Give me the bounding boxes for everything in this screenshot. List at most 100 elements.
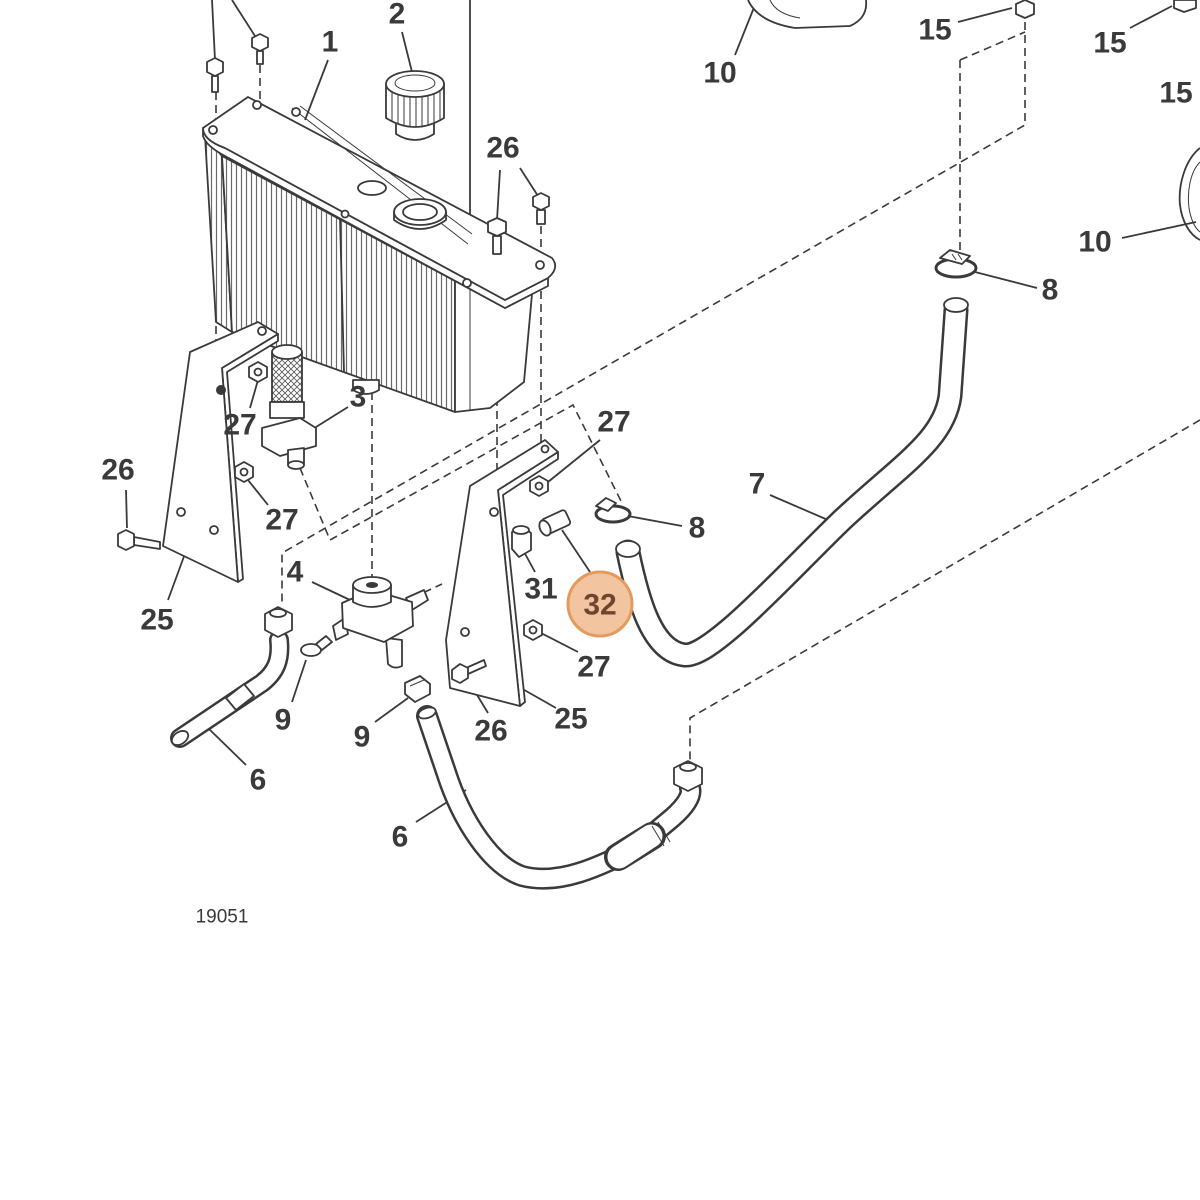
valve-bottom-nipple <box>385 637 403 669</box>
callout-label[interactable]: 6 <box>250 764 267 797</box>
filter-top <box>271 344 303 360</box>
plate-boss <box>357 180 387 196</box>
callout-label[interactable]: 3 <box>350 381 367 414</box>
leader-line <box>547 439 601 483</box>
leader-line <box>769 494 829 521</box>
callout-label[interactable]: 25 <box>554 703 587 736</box>
short-fuel-hose <box>170 606 293 748</box>
callout-label[interactable]: 31 <box>524 573 557 606</box>
valve-top-hole <box>366 582 378 588</box>
elbow-fitting <box>511 525 532 558</box>
callout-label[interactable]: 27 <box>223 409 256 442</box>
callout-label[interactable]: 8 <box>1042 274 1059 307</box>
bolt-head <box>117 529 135 551</box>
leader-line <box>207 727 247 766</box>
bolt <box>133 536 161 550</box>
leader-line <box>627 515 683 527</box>
bolt-head <box>532 192 550 211</box>
bolt <box>211 75 219 93</box>
tank-edge <box>769 0 801 19</box>
callout-label[interactable]: 26 <box>486 132 519 165</box>
top-bolts <box>206 33 269 93</box>
bracket-hole <box>257 326 267 336</box>
leader-line <box>1121 221 1197 239</box>
callout-label[interactable]: 15 <box>1159 77 1192 110</box>
callout-label[interactable]: 9 <box>354 721 371 754</box>
leader-line <box>304 59 329 121</box>
filler-cap <box>385 70 445 141</box>
highlighted-callout[interactable]: 32 <box>566 570 634 638</box>
callout-label[interactable]: 25 <box>140 604 173 637</box>
leader-line <box>401 31 413 73</box>
hose-end <box>943 297 969 313</box>
callout-label[interactable]: 1 <box>322 26 339 59</box>
tank-bolts <box>487 192 550 255</box>
callout-label[interactable]: 6 <box>392 821 409 854</box>
callout-label[interactable]: 7 <box>749 468 766 501</box>
filter-hex <box>269 401 305 419</box>
washer-nut <box>234 461 254 483</box>
bracket-hole <box>176 507 186 517</box>
clamp-tab-marks <box>951 253 963 261</box>
top-right-bolts <box>1015 0 1197 19</box>
bolt-head <box>451 663 469 684</box>
radiator-core-divider <box>339 217 345 373</box>
leader-line <box>519 167 539 197</box>
clamp-body <box>404 675 431 703</box>
filter-fitting <box>261 344 317 470</box>
highlighted-callout-label[interactable]: 32 <box>583 589 616 622</box>
leader-line <box>540 632 579 653</box>
callout-label[interactable]: 15 <box>918 14 951 47</box>
hose-outline <box>615 297 969 668</box>
bracket-hole <box>540 444 550 454</box>
hose-fill <box>418 707 699 888</box>
return-hose <box>615 297 969 668</box>
bracket-plate <box>162 321 279 583</box>
bracket-hole <box>209 525 219 535</box>
guide-line <box>299 403 623 542</box>
crimp-sleeve-fill <box>607 824 663 869</box>
hose-outline <box>416 705 702 890</box>
hose-clamp-left <box>300 635 333 657</box>
leader-line <box>247 479 269 506</box>
callout-label[interactable]: 10 <box>703 57 736 90</box>
callout-label[interactable]: 26 <box>474 715 507 748</box>
callout-label[interactable]: 9 <box>275 704 292 737</box>
cap-ridges <box>391 90 441 127</box>
washer-nut <box>248 361 268 383</box>
left-bracket <box>162 321 279 583</box>
plate-hole <box>462 278 472 288</box>
right-bracket <box>445 439 559 707</box>
bolt <box>536 209 546 225</box>
washer-nut <box>529 475 549 497</box>
plate-hole <box>535 260 545 270</box>
plate-hole <box>340 209 350 219</box>
hose-fill <box>172 632 287 746</box>
callout-label[interactable]: 15 <box>1093 27 1126 60</box>
callout-label[interactable]: 27 <box>265 504 298 537</box>
callout-label[interactable]: 2 <box>389 0 406 31</box>
crimp-ridges <box>651 821 671 847</box>
hose-nut-top <box>269 608 287 618</box>
radiator-top-plate <box>202 96 557 301</box>
leader-line <box>211 0 216 61</box>
clamp-detail <box>409 679 425 687</box>
hose-nut-top <box>679 762 697 772</box>
leader-line <box>231 0 256 37</box>
hose-clamp-lower-8 <box>594 497 632 524</box>
callout-label[interactable]: 4 <box>287 556 304 589</box>
callout-label[interactable]: 27 <box>577 651 610 684</box>
callout-label[interactable]: 26 <box>101 454 134 487</box>
callout-label[interactable]: 8 <box>689 512 706 545</box>
leader-line <box>291 659 307 703</box>
elbow-outlet-end <box>287 460 305 470</box>
highlight-circle[interactable] <box>566 570 634 638</box>
leader-line <box>249 379 259 409</box>
callout-label[interactable]: 27 <box>597 406 630 439</box>
callout-label[interactable]: 10 <box>1078 226 1111 259</box>
bolt-head <box>1173 0 1197 13</box>
long-fuel-hose <box>416 705 703 890</box>
bolt-head <box>487 217 507 237</box>
guide-line <box>959 31 1026 61</box>
leader-line <box>125 489 128 529</box>
